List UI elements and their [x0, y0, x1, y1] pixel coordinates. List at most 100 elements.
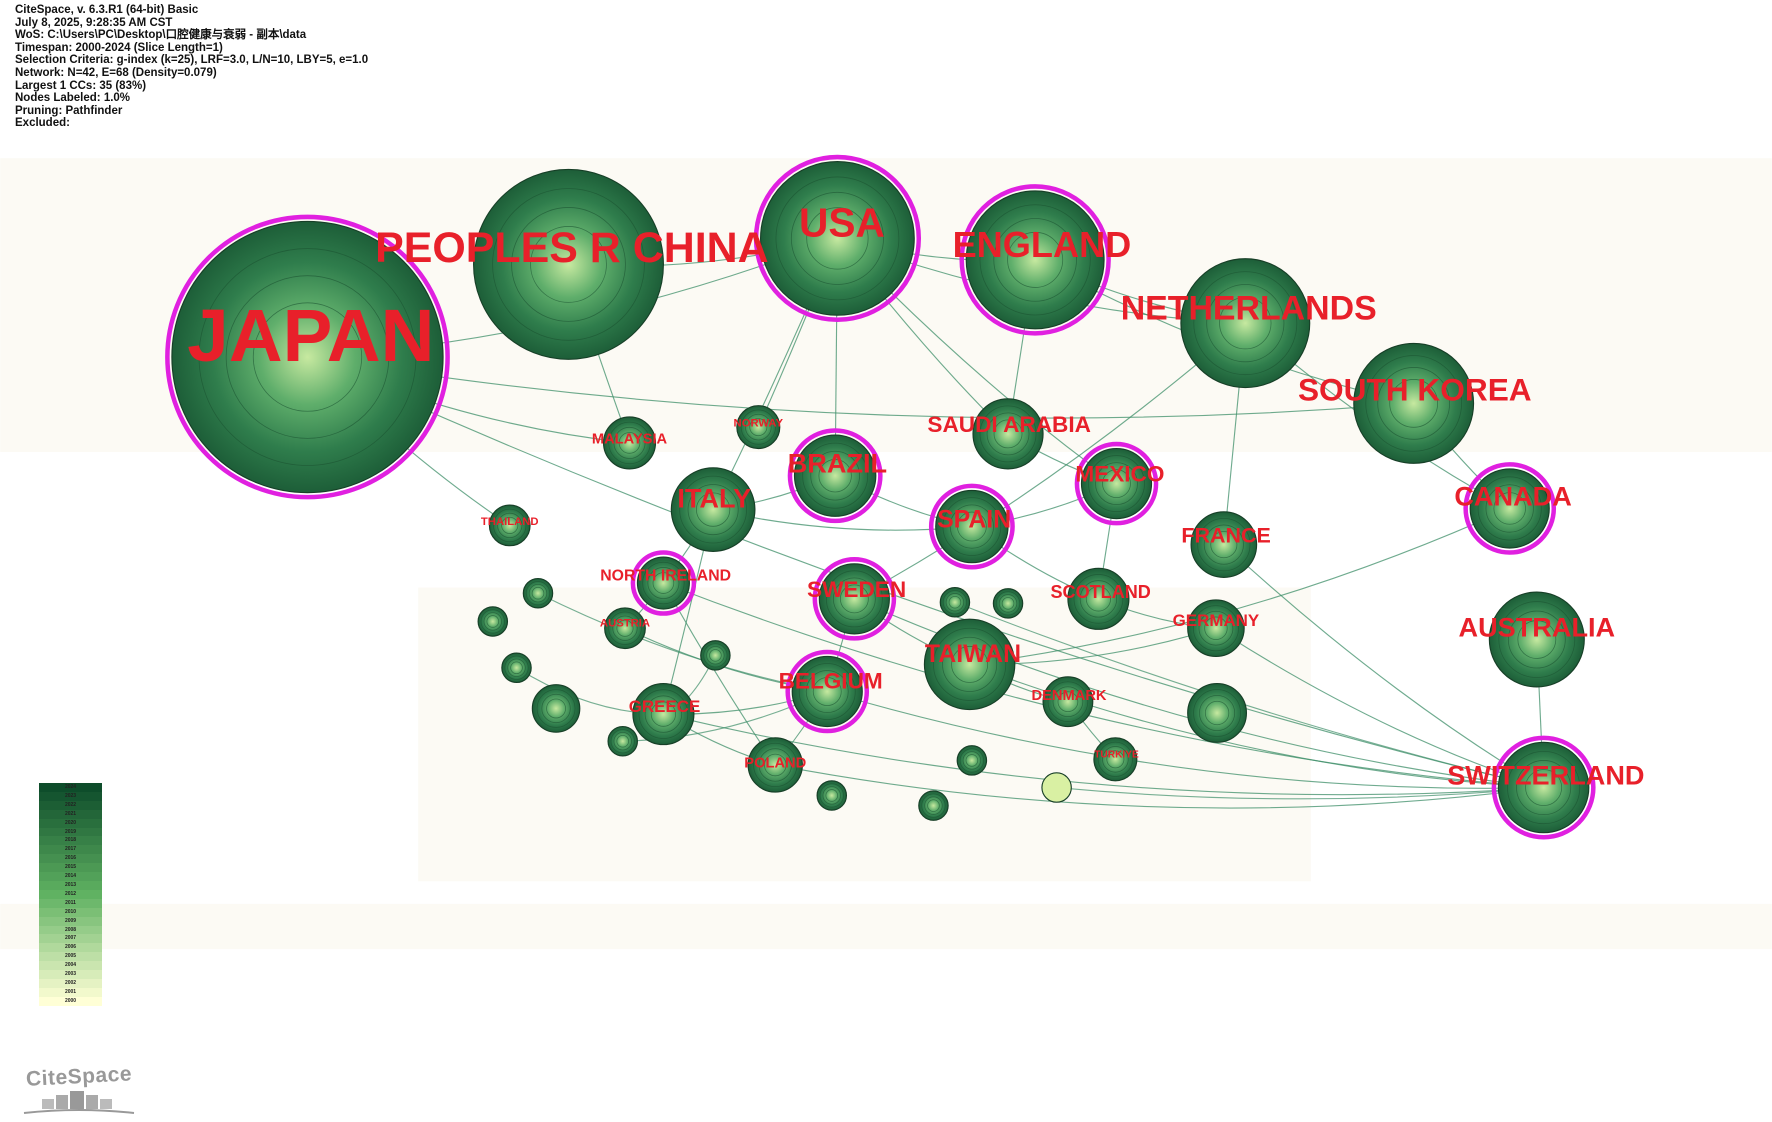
node-denmark[interactable]	[1042, 676, 1094, 728]
year-ring	[696, 492, 731, 527]
node-taiwan[interactable]	[923, 618, 1016, 711]
node-disc	[670, 467, 756, 552]
year-ring	[942, 590, 968, 615]
node-japan[interactable]	[165, 214, 450, 500]
year-ring	[492, 188, 645, 341]
legend-year-2014: 2014	[39, 872, 102, 881]
node-germany[interactable]	[1187, 599, 1245, 658]
node-mexico[interactable]	[1074, 441, 1159, 526]
node-turkiye[interactable]	[1093, 737, 1138, 782]
node-england[interactable]	[959, 184, 1111, 336]
node-disc	[171, 220, 444, 494]
label-turkiye: TURKIYE	[1094, 749, 1139, 760]
node-brazil[interactable]	[787, 428, 883, 524]
label-saudi-arabia: SAUDI ARABIA	[927, 412, 1090, 437]
year-ring	[1516, 760, 1572, 816]
label-germany: GERMANY	[1173, 611, 1260, 630]
node-netherlands[interactable]	[1180, 258, 1311, 389]
year-ring	[1193, 271, 1298, 376]
centrality-ring	[928, 483, 1015, 570]
node-france[interactable]	[1190, 511, 1258, 578]
node-unlabeled[interactable]	[992, 588, 1024, 619]
year-ring	[1079, 580, 1118, 618]
year-ring	[993, 419, 1023, 449]
node-disc	[939, 586, 971, 618]
node-thailand[interactable]	[488, 504, 531, 547]
node-australia[interactable]	[1488, 591, 1585, 688]
year-ring	[1052, 686, 1084, 717]
year-ring	[924, 796, 943, 815]
year-ring	[802, 442, 869, 509]
node-belgium[interactable]	[785, 649, 870, 734]
node-sweden[interactable]	[812, 557, 897, 641]
node-peoples-r-china[interactable]	[473, 168, 664, 360]
legend-year-2002: 2002	[39, 978, 102, 988]
edge	[954, 601, 1544, 789]
year-ring	[608, 421, 651, 465]
legend-year-2016: 2016	[39, 854, 102, 864]
node-unlabeled[interactable]	[816, 780, 848, 811]
year-ring	[1210, 531, 1238, 559]
node-unlabeled[interactable]	[531, 684, 581, 733]
year-ring	[687, 484, 739, 536]
year-ring	[536, 689, 576, 728]
year-ring	[832, 577, 876, 621]
node-unlabeled[interactable]	[522, 577, 554, 609]
node-italy[interactable]	[670, 467, 756, 552]
label-brazil: BRAZIL	[788, 448, 887, 479]
node-norway[interactable]	[736, 405, 781, 450]
year-ring	[504, 655, 529, 680]
centrality-ring	[630, 550, 697, 616]
legend-year-2005: 2005	[39, 952, 102, 962]
node-south-korea[interactable]	[1353, 342, 1475, 464]
node-unlabeled[interactable]	[956, 745, 988, 776]
node-unlabeled[interactable]	[918, 790, 949, 821]
node-unlabeled[interactable]	[1041, 772, 1072, 803]
node-disc	[1190, 511, 1258, 578]
node-unlabeled[interactable]	[1187, 683, 1248, 743]
node-unlabeled[interactable]	[700, 640, 731, 671]
node-malaysia[interactable]	[602, 416, 657, 470]
node-canada[interactable]	[1463, 462, 1557, 555]
year-ring	[979, 204, 1091, 316]
year-ring	[1073, 574, 1124, 624]
node-unlabeled[interactable]	[607, 725, 638, 757]
label-sweden: SWEDEN	[807, 577, 906, 602]
node-unlabeled[interactable]	[939, 586, 971, 618]
info-line: Excluded:	[15, 117, 70, 130]
label-norway: NORWAY	[734, 418, 784, 430]
year-ring	[951, 645, 989, 683]
year-ring	[644, 695, 683, 733]
node-usa[interactable]	[753, 154, 922, 323]
node-scotland[interactable]	[1067, 567, 1130, 630]
legend-year-2011: 2011	[39, 898, 102, 908]
node-unlabeled[interactable]	[477, 606, 509, 637]
label-north-ireland: NORTH IRELAND	[600, 567, 731, 584]
legend-year-2023: 2023	[39, 791, 102, 801]
node-spain[interactable]	[928, 483, 1015, 570]
label-denmark: DENMARK	[1032, 688, 1107, 704]
year-ring	[993, 218, 1077, 302]
year-ring	[1097, 741, 1133, 777]
node-north-ireland[interactable]	[630, 550, 697, 616]
label-england: ENGLAND	[953, 224, 1132, 265]
node-unlabeled[interactable]	[501, 652, 532, 684]
node-disc	[501, 652, 532, 684]
year-ring	[198, 248, 417, 466]
legend-year-2017: 2017	[39, 845, 102, 855]
node-greece[interactable]	[632, 683, 695, 746]
node-poland[interactable]	[747, 737, 803, 793]
year-ring	[497, 512, 523, 539]
year-ring	[613, 426, 646, 459]
year-ring	[749, 418, 768, 437]
legend-year-2000: 2000	[39, 996, 102, 1006]
node-saudi-arabia[interactable]	[972, 398, 1044, 470]
node-austria[interactable]	[604, 607, 646, 650]
label-belgium: BELGIUM	[779, 668, 883, 693]
year-ring	[1204, 616, 1228, 640]
node-switzerland[interactable]	[1491, 735, 1596, 840]
